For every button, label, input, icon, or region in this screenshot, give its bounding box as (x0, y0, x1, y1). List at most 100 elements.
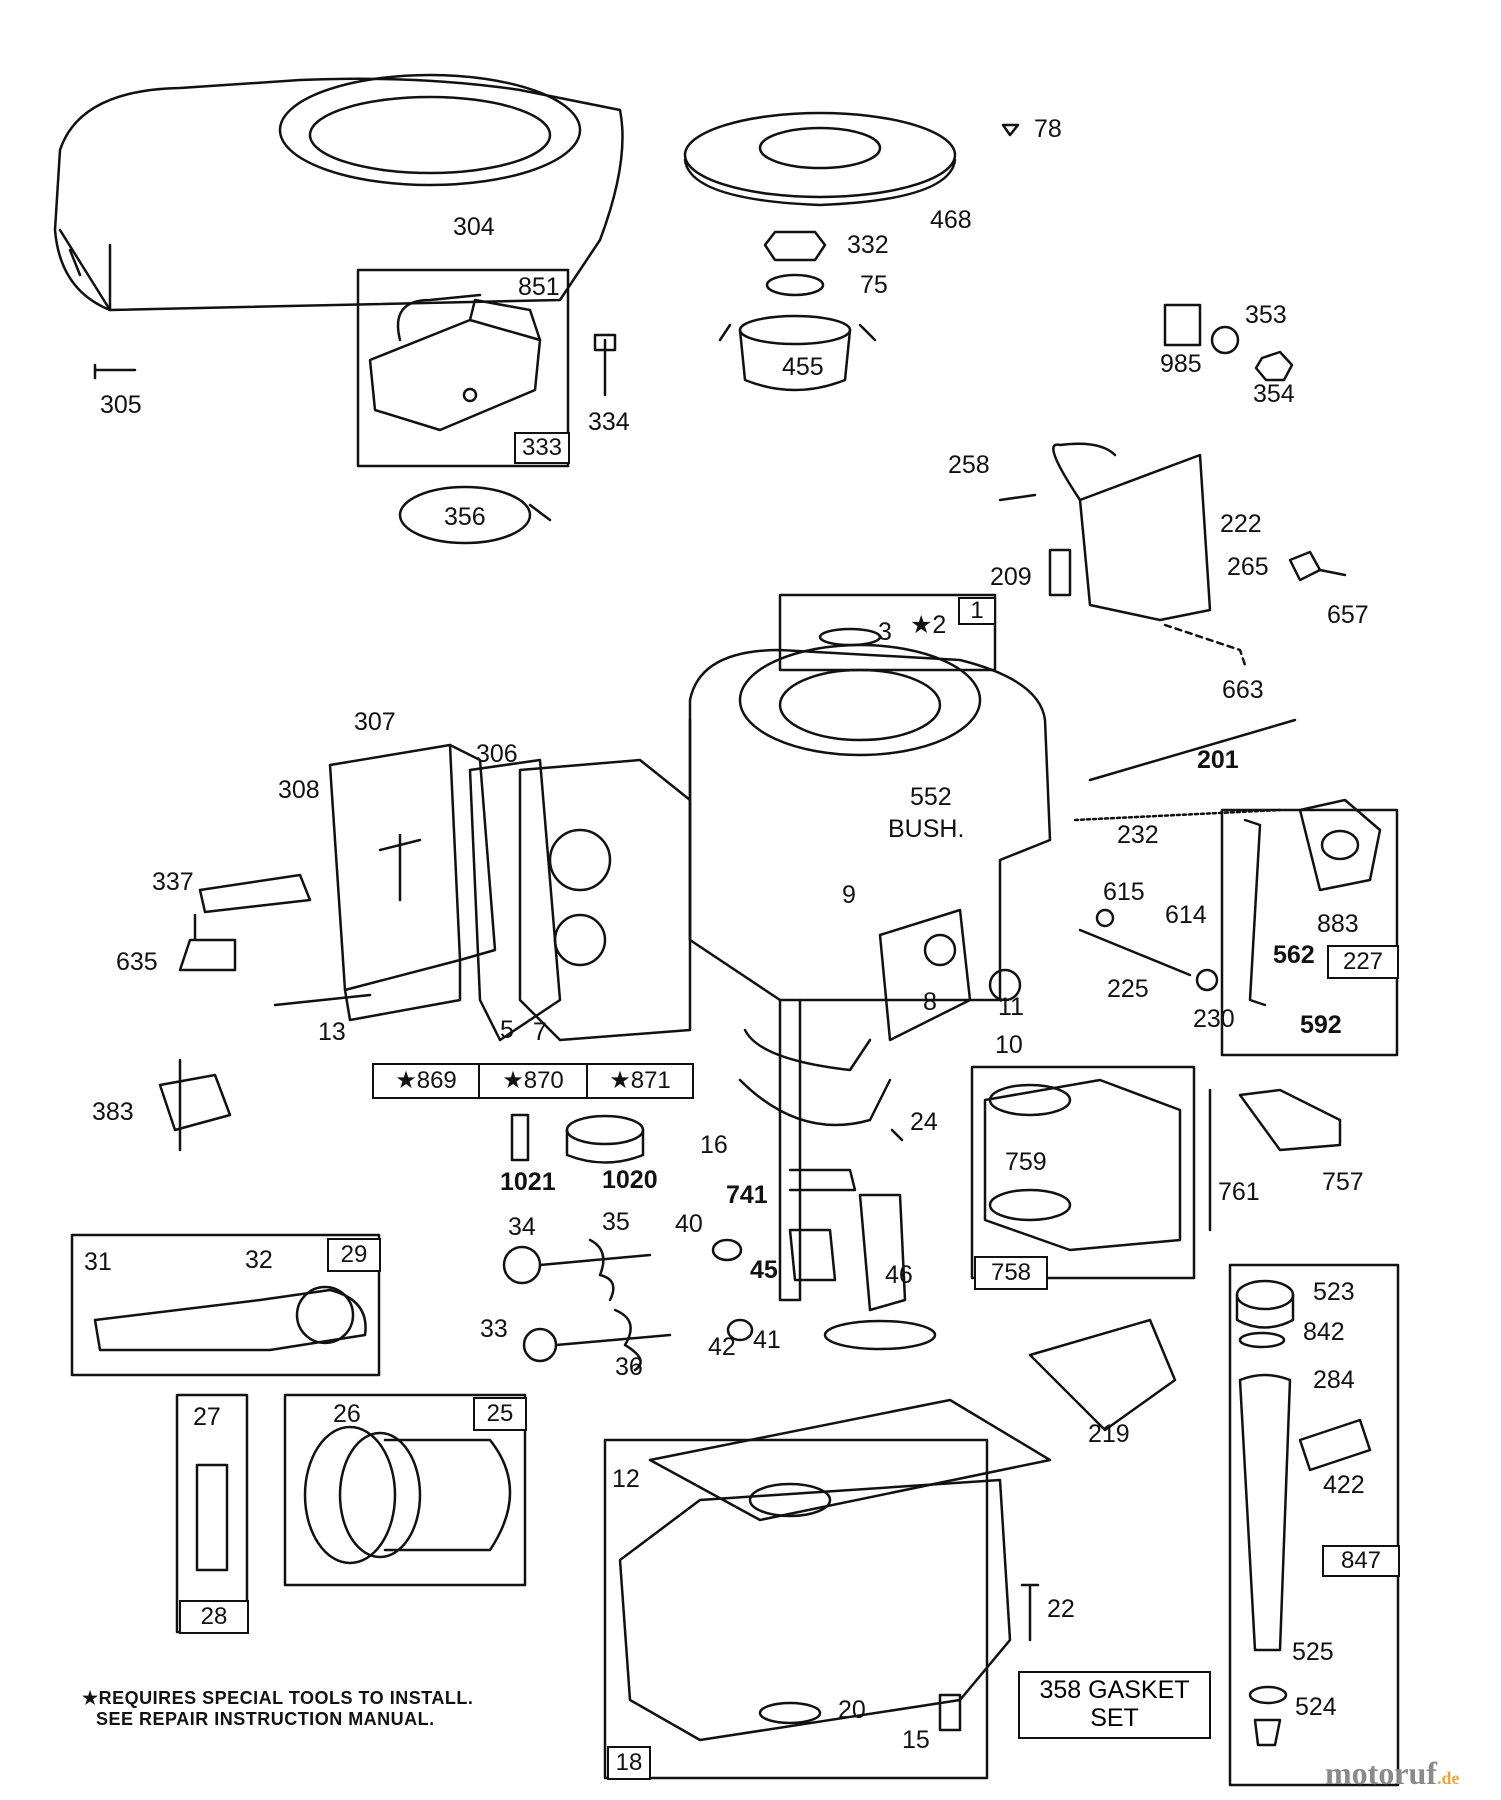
label-663: 663 (1222, 676, 1264, 704)
watermark-tld: .de (1436, 1768, 1460, 1788)
label-757: 757 (1322, 1168, 1364, 1196)
label-306: 306 (476, 740, 518, 768)
lever-562 (1243, 818, 1267, 1007)
label-615: 615 (1103, 878, 1145, 906)
gasket-set-box: 358 GASKET SET (1018, 1671, 1211, 1739)
label-985: 985 (1160, 350, 1202, 378)
washer-353 (1210, 325, 1240, 355)
seal-525 (1248, 1685, 1288, 1705)
nut-354 (1254, 350, 1294, 382)
washer-230 (1195, 968, 1219, 992)
kit-box-25 (283, 1393, 527, 1587)
shaft-225 (1078, 928, 1192, 977)
label-24: 24 (910, 1108, 938, 1136)
label-284: 284 (1313, 1366, 1355, 1394)
seal-20 (758, 1701, 822, 1725)
label-758: 758 (974, 1256, 1048, 1290)
blower-housing-shape (53, 73, 624, 312)
label-bush: BUSH. (888, 815, 965, 843)
watermark-brand: motoruf (1325, 1755, 1437, 1791)
label-222: 222 (1220, 510, 1262, 538)
label-741: 741 (726, 1181, 768, 1209)
label-27: 27 (193, 1403, 221, 1431)
key-1021 (510, 1113, 530, 1162)
screw-258 (998, 493, 1037, 502)
bolt-22 (1020, 1583, 1040, 1642)
label-31: 31 (84, 1248, 112, 1276)
gasket-883 (1298, 798, 1382, 892)
head-gasket (468, 758, 562, 1042)
label-219: 219 (1088, 1420, 1130, 1448)
label-468: 468 (930, 206, 972, 234)
wrench-383 (158, 1058, 232, 1152)
label-225: 225 (1107, 975, 1149, 1003)
clip-615 (1095, 908, 1115, 928)
seal-75 (765, 273, 825, 297)
governor-bracket-759 (983, 1078, 1182, 1252)
label-337: 337 (152, 868, 194, 896)
label-232: 232 (1117, 821, 1159, 849)
key-24 (890, 1128, 904, 1142)
label-201: 201 (1197, 746, 1239, 774)
label-46: 46 (885, 1261, 913, 1289)
rocker-757 (1238, 1088, 1342, 1152)
cap-523 (1235, 1279, 1295, 1311)
footnote: ★REQUIRES SPECIAL TOOLS TO INSTALL. SEE … (82, 1688, 473, 1729)
label-455: 455 (782, 353, 824, 381)
label-258: 258 (948, 451, 990, 479)
watermark-logo: motoruf.de (1325, 1755, 1459, 1792)
label-45: 45 (750, 1256, 778, 1284)
plug-985 (1163, 303, 1202, 347)
piston-rings (303, 1425, 397, 1565)
footnote-line1: ★REQUIRES SPECIAL TOOLS TO INSTALL. (82, 1688, 474, 1708)
label-353: 353 (1245, 301, 1287, 329)
label-552: 552 (910, 783, 952, 811)
control-plate-222 (1078, 453, 1212, 622)
label-305: 305 (100, 391, 142, 419)
label-562: 562 (1273, 941, 1315, 969)
kit-box-18 (603, 1438, 989, 1780)
label-614: 614 (1165, 901, 1207, 929)
label-3: 3 (878, 618, 892, 646)
label-11: 11 (998, 993, 1024, 1021)
label-227: 227 (1327, 945, 1399, 979)
label-209: 209 (990, 563, 1032, 591)
label-883: 883 (1317, 910, 1359, 938)
valve-33 (522, 1327, 558, 1363)
camshaft-46 (858, 1193, 907, 1312)
screen-455 (738, 314, 852, 346)
label-230: 230 (1193, 1005, 1235, 1033)
label-1020: 1020 (602, 1166, 658, 1194)
label-9: 9 (842, 881, 856, 909)
piston-pin (195, 1463, 229, 1572)
label-842: 842 (1303, 1318, 1345, 1346)
label-5: 5 (500, 1016, 514, 1044)
label-525: 525 (1292, 1638, 1334, 1666)
connecting-rod (93, 1288, 367, 1352)
label-35: 35 (602, 1208, 630, 1236)
gasket-set-line2: SET (1090, 1703, 1139, 1732)
label-42: 42 (708, 1333, 736, 1361)
label-34: 34 (508, 1213, 536, 1241)
air-cleaner-element (683, 111, 957, 199)
spring-36 (613, 1308, 642, 1372)
label-78: 78 (1034, 115, 1062, 143)
valve-34 (502, 1245, 542, 1285)
label-41: 41 (753, 1326, 781, 1354)
retainer-41 (726, 1318, 754, 1342)
label-36: 36 (615, 1353, 643, 1381)
label-8: 8 (923, 988, 937, 1016)
nut-332 (763, 230, 827, 262)
kit-box-847 (1228, 1263, 1400, 1787)
crankshaft-16 (738, 998, 892, 1302)
label-32: 32 (245, 1246, 273, 1274)
label-2: ★2 (910, 611, 947, 639)
label-75: 75 (860, 271, 888, 299)
label-25: 25 (473, 1397, 527, 1431)
spark-plug-337 (198, 873, 312, 914)
label-635: 635 (116, 948, 158, 976)
armature-box (356, 268, 570, 468)
label-524: 524 (1295, 1693, 1337, 1721)
armature-shape (368, 293, 542, 432)
plug-524 (1253, 1718, 1282, 1747)
